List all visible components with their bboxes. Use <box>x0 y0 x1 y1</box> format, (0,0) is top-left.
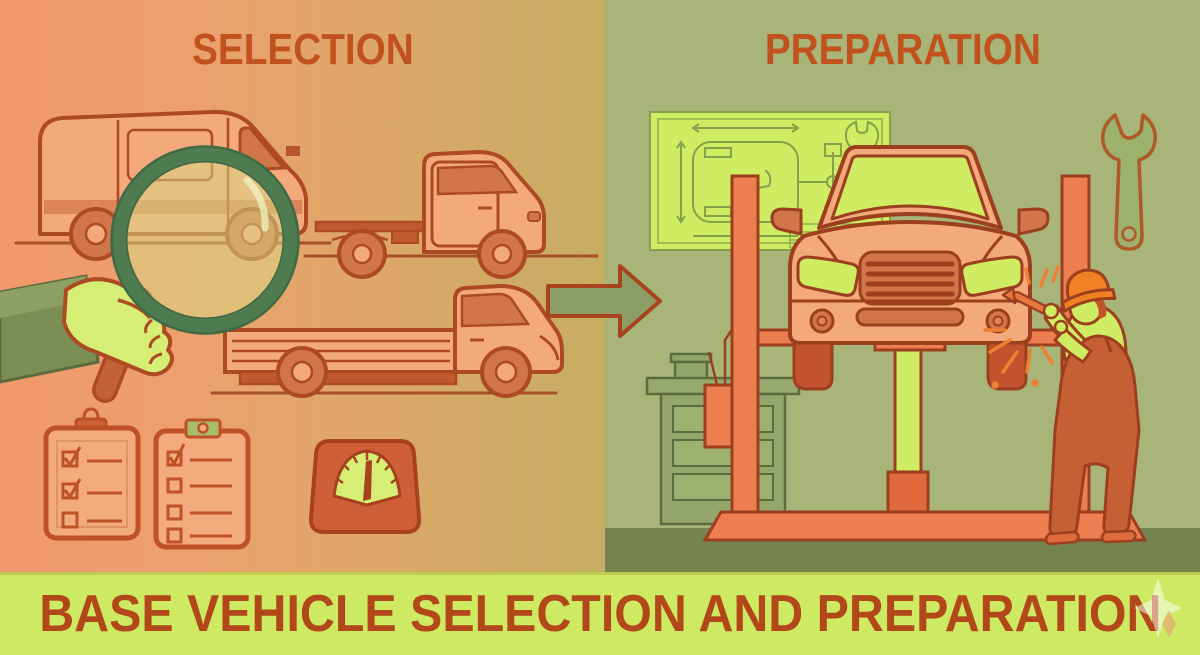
sparks <box>983 265 1060 389</box>
checklist-b-icon <box>153 418 251 550</box>
mechanic-icon <box>1001 268 1141 546</box>
wall-wrench-icon <box>1101 113 1157 251</box>
sparkle-star-watermark-icon <box>1134 578 1182 638</box>
flow-arrow <box>535 255 675 350</box>
caption-text: BASE VEHICLE SELECTION AND PREPARATION <box>38 584 1162 643</box>
preparation-illustration <box>605 111 1200 572</box>
suv-front-icon <box>770 145 1050 391</box>
flatbed-truck-icon <box>223 284 564 398</box>
preparation-title: PREPARATION <box>764 25 1041 74</box>
selection-title: SELECTION <box>191 25 414 74</box>
selection-panel: SELECTION <box>0 0 605 572</box>
selection-illustration <box>0 109 599 550</box>
arrow-right-icon <box>546 264 662 338</box>
weight-scale-icon <box>308 439 422 534</box>
magnifier-icon <box>110 145 300 335</box>
inspector-hand <box>0 274 174 403</box>
preparation-panel: PREPARATION <box>605 0 1200 572</box>
checklist-a-icon <box>43 407 141 541</box>
caption-banner: BASE VEHICLE SELECTION AND PREPARATION <box>0 572 1200 655</box>
chassis-cab-icon <box>314 150 546 279</box>
